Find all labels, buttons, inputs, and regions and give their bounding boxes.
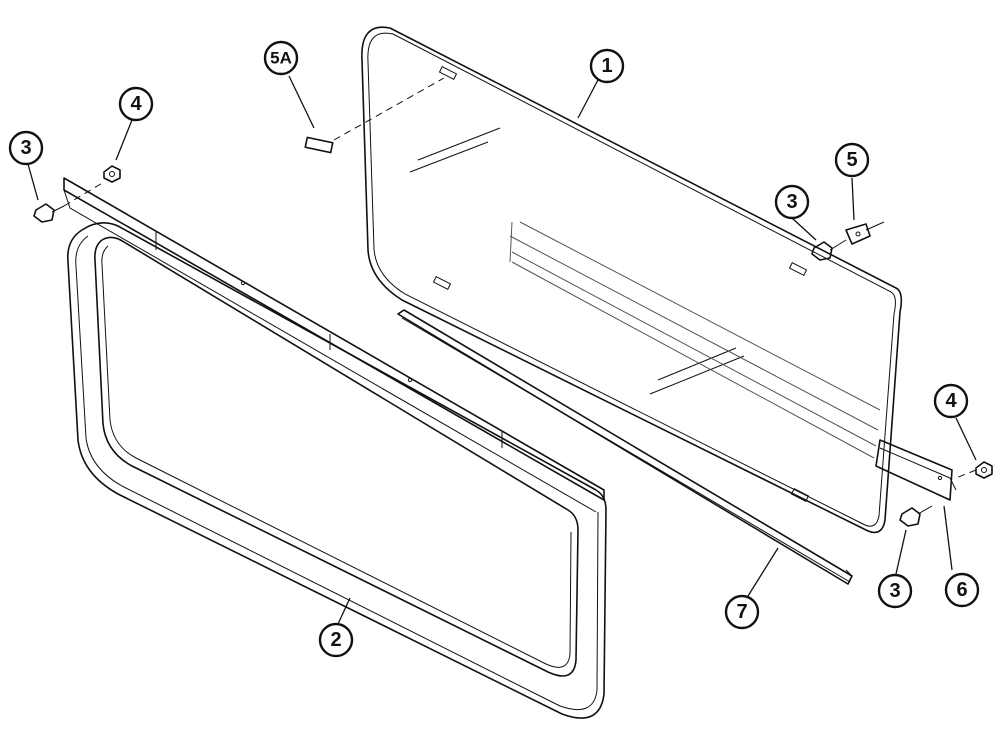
- callout-5-label: 5: [846, 149, 857, 171]
- callout-7-label: 7: [736, 601, 747, 623]
- callout-3-left: 3: [8, 130, 44, 166]
- nut-left: [103, 165, 121, 183]
- callout-5: 5: [834, 142, 870, 178]
- callout-1-label: 1: [601, 55, 612, 77]
- callout-1: 1: [589, 48, 625, 84]
- bolt-middle-right: [811, 239, 847, 261]
- callout-4-left: 4: [118, 86, 154, 122]
- callout-3-lower-label: 3: [889, 580, 900, 602]
- callout-3-middle: 3: [774, 184, 810, 220]
- callout-4-right-label: 4: [945, 390, 957, 412]
- seal-strip-part-7: [397, 309, 853, 585]
- callout-6-label: 6: [956, 579, 967, 601]
- bolt-left: [33, 181, 105, 223]
- callout-7: 7: [724, 594, 760, 630]
- callout-3-lower: 3: [877, 573, 913, 609]
- bolt-lower-right: [899, 505, 933, 527]
- callout-5a: 5A: [263, 40, 299, 76]
- insert-part-5a: [304, 77, 445, 154]
- nut-right: [955, 461, 993, 479]
- clip-plate-part-5: [845, 221, 885, 245]
- callout-4-right: 4: [933, 383, 969, 419]
- callout-5a-label: 5A: [270, 49, 292, 68]
- callout-2: 2: [318, 622, 354, 658]
- leader-lines: [27, 75, 977, 625]
- angle-bracket-part-6: [875, 439, 957, 501]
- glass-panel-part-1: [361, 26, 903, 534]
- callout-3-middle-label: 3: [786, 191, 797, 213]
- callout-2-label: 2: [330, 629, 341, 651]
- callout-4-left-label: 4: [130, 93, 142, 115]
- callout-6: 6: [944, 572, 980, 608]
- window-frame-part-2: [63, 177, 607, 719]
- callout-3-left-label: 3: [20, 137, 31, 159]
